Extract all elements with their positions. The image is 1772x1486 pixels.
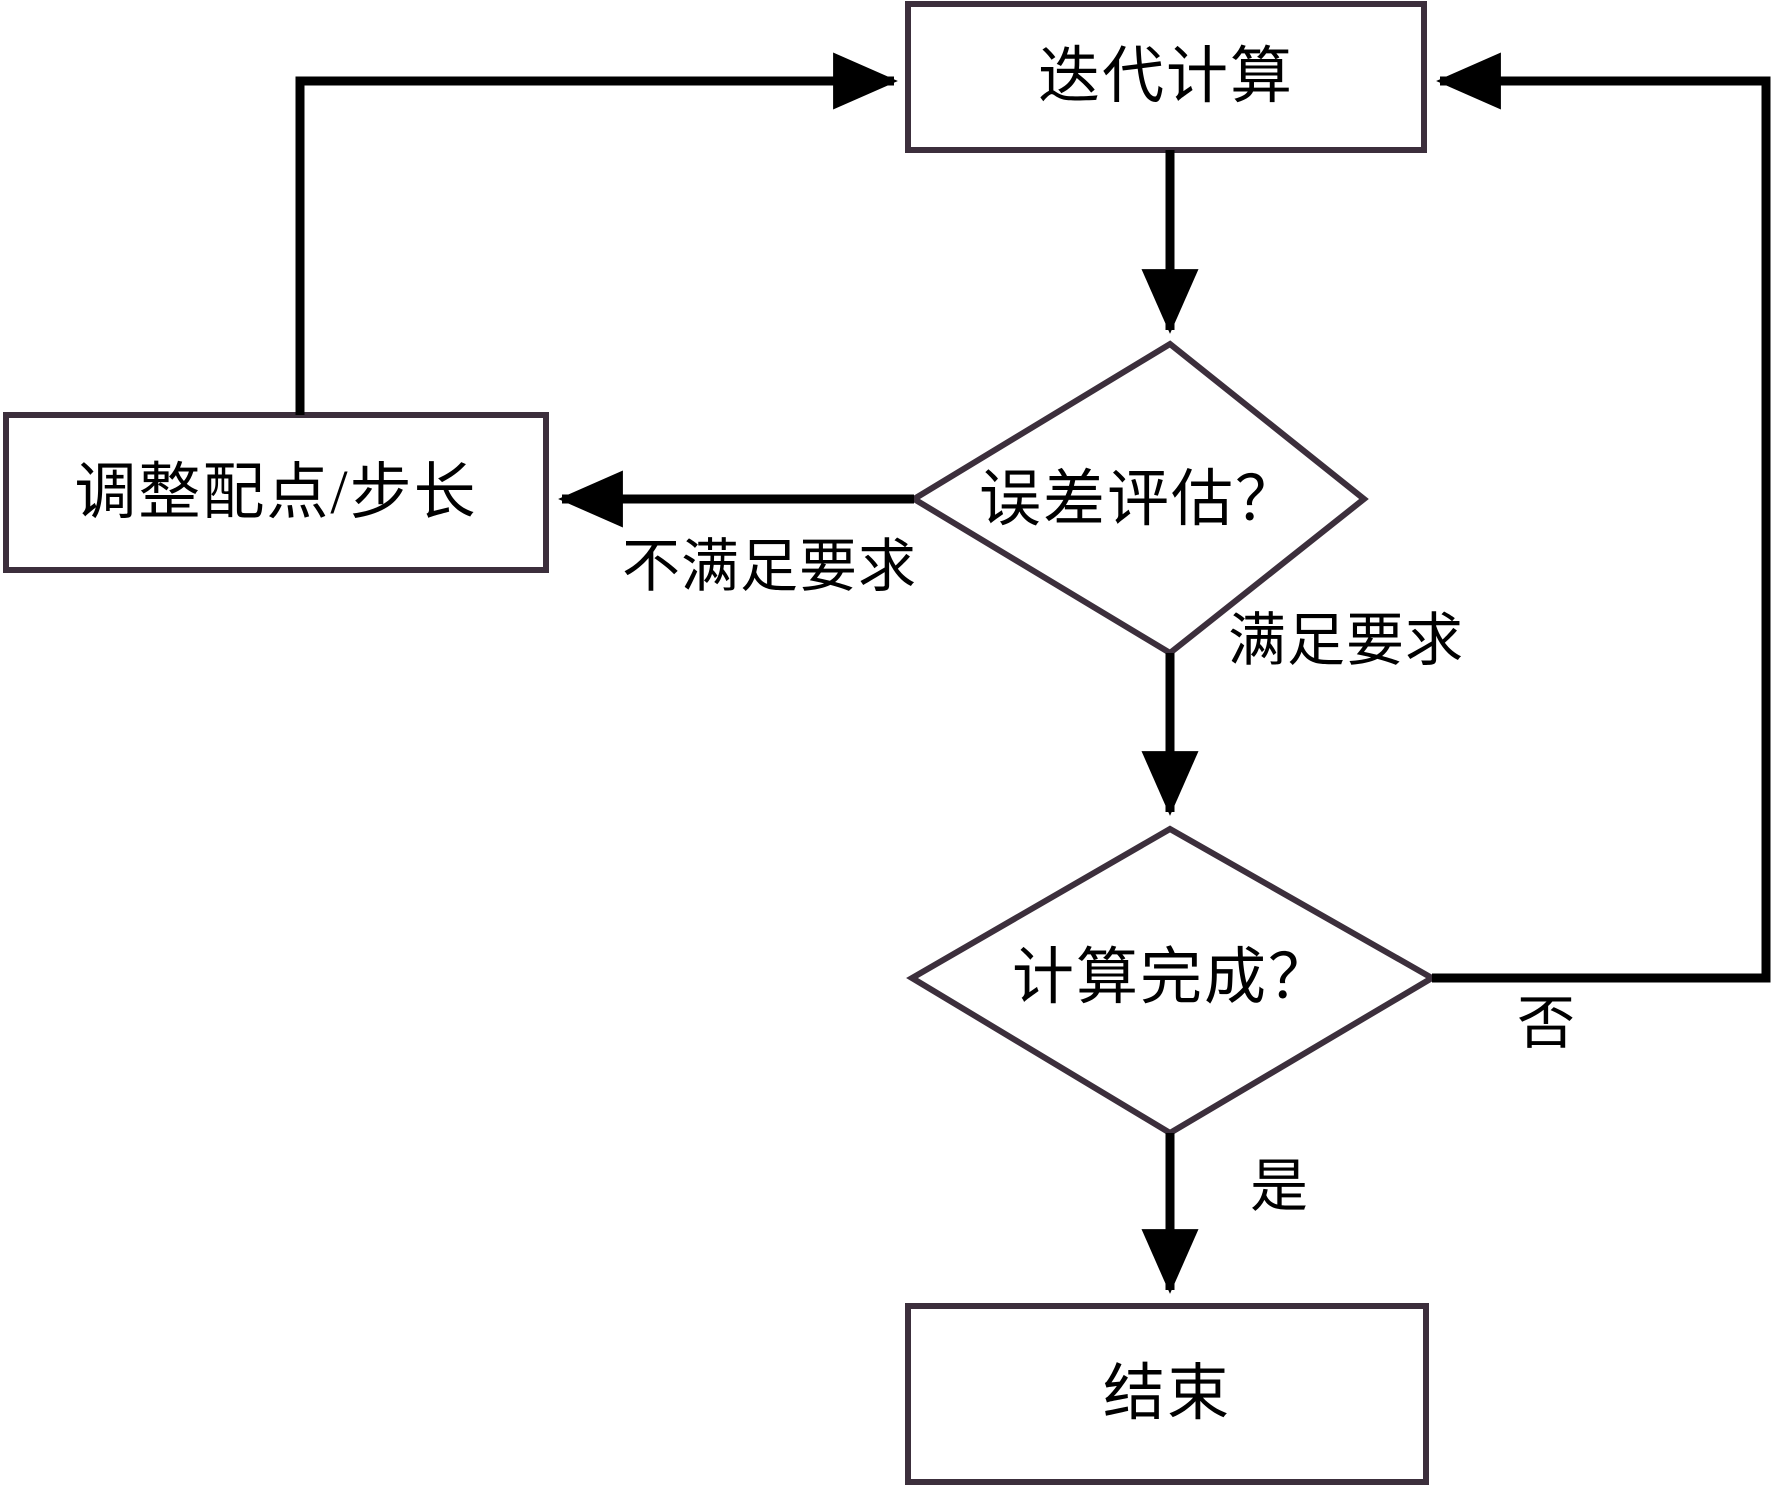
node-complete[interactable] xyxy=(980,900,1360,1060)
node-error[interactable] xyxy=(970,420,1310,580)
edge-label-satisfied: 满足要求 xyxy=(1228,608,1465,673)
edge-label-no: 否 xyxy=(1517,991,1577,1056)
node-shape-iterate[interactable] xyxy=(905,1,1427,153)
node-shape-adjust[interactable] xyxy=(3,412,549,573)
edge-adjust-to-iterate xyxy=(295,52,898,415)
node-shape-end[interactable] xyxy=(905,1303,1429,1485)
edge-label-not-satisfied: 不满足要求 xyxy=(622,534,918,599)
edge-complete-to-iterate xyxy=(1432,52,1771,983)
node-adjust[interactable] xyxy=(6,415,546,570)
node-end[interactable] xyxy=(908,1306,1426,1482)
edge-label-yes: 是 xyxy=(1250,1154,1310,1219)
node-iterate[interactable] xyxy=(908,4,1424,150)
